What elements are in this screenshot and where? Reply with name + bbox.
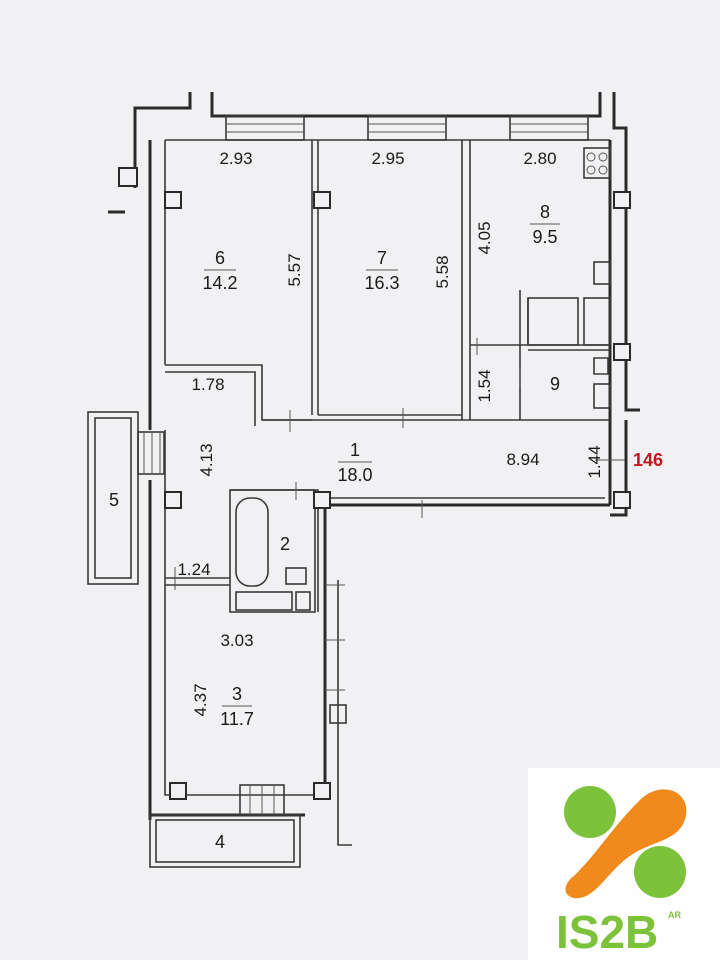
dim-room3-notch: 1.24 (177, 560, 210, 579)
room-9-number: 9 (550, 374, 560, 394)
room-6-number: 6 (215, 248, 225, 268)
room-1-number: 1 (350, 440, 360, 460)
dim-corridor-left: 4.13 (197, 443, 216, 476)
room-2-number: 2 (280, 534, 290, 554)
logo-green-dot-bottom-icon (634, 846, 686, 898)
room-4-number: 4 (215, 832, 225, 852)
room-7-label: 7 16.3 (364, 248, 399, 293)
logo-orange-shape-icon (565, 789, 687, 899)
room-3-area: 11.7 (220, 709, 254, 729)
flat-number: 146 (633, 450, 663, 470)
dim-room3-width: 3.03 (220, 631, 253, 650)
door-ticks (174, 338, 625, 691)
room-7-area: 16.3 (364, 273, 399, 293)
room-3-label: 3 11.7 (220, 684, 254, 729)
dim-corridor-notch: 1.78 (191, 375, 224, 394)
dim-room3-depth: 4.37 (191, 683, 210, 716)
room-1-area: 18.0 (337, 465, 372, 485)
dim-room8-depth: 4.05 (475, 221, 494, 254)
room-8-number: 8 (540, 202, 550, 222)
room-6-label: 6 14.2 (202, 248, 237, 293)
balcony-4 (149, 784, 301, 868)
balcony-5 (87, 411, 165, 585)
room-1-label: 1 18.0 (337, 440, 372, 485)
room-labels: 6 14.2 7 16.3 8 9.5 9 1 18.0 2 3 11.7 4 … (109, 202, 560, 852)
room-6-area: 14.2 (202, 273, 237, 293)
watermark-logo: IS2B AR (528, 768, 720, 960)
outer-walls (108, 92, 640, 846)
columns (118, 167, 631, 800)
dim-corridor-right: 1.44 (585, 445, 604, 478)
dimension-labels: 2.93 2.95 2.80 5.57 5.58 4.05 1.78 1.54 … (177, 149, 604, 717)
room-5-number: 5 (109, 490, 119, 510)
room-3-number: 3 (232, 684, 242, 704)
logo-suffix: AR (668, 910, 681, 920)
room-8-area: 9.5 (532, 227, 557, 247)
logo-green-dot-top-icon (564, 786, 616, 838)
dim-room7-depth: 5.58 (433, 255, 452, 288)
partitions (164, 140, 611, 613)
dim-room6-width: 2.93 (219, 149, 252, 168)
dim-room7-width: 2.95 (371, 149, 404, 168)
room-8-label: 8 9.5 (530, 202, 560, 247)
fixtures (329, 147, 611, 724)
windows (225, 115, 589, 141)
room-7-number: 7 (377, 248, 387, 268)
dim-corridor-length: 8.94 (506, 450, 539, 469)
dim-room8-width: 2.80 (523, 149, 556, 168)
logo-brand: IS2B (556, 906, 658, 958)
dim-room6-depth: 5.57 (285, 253, 304, 286)
dim-room9-depth: 1.54 (475, 369, 494, 402)
